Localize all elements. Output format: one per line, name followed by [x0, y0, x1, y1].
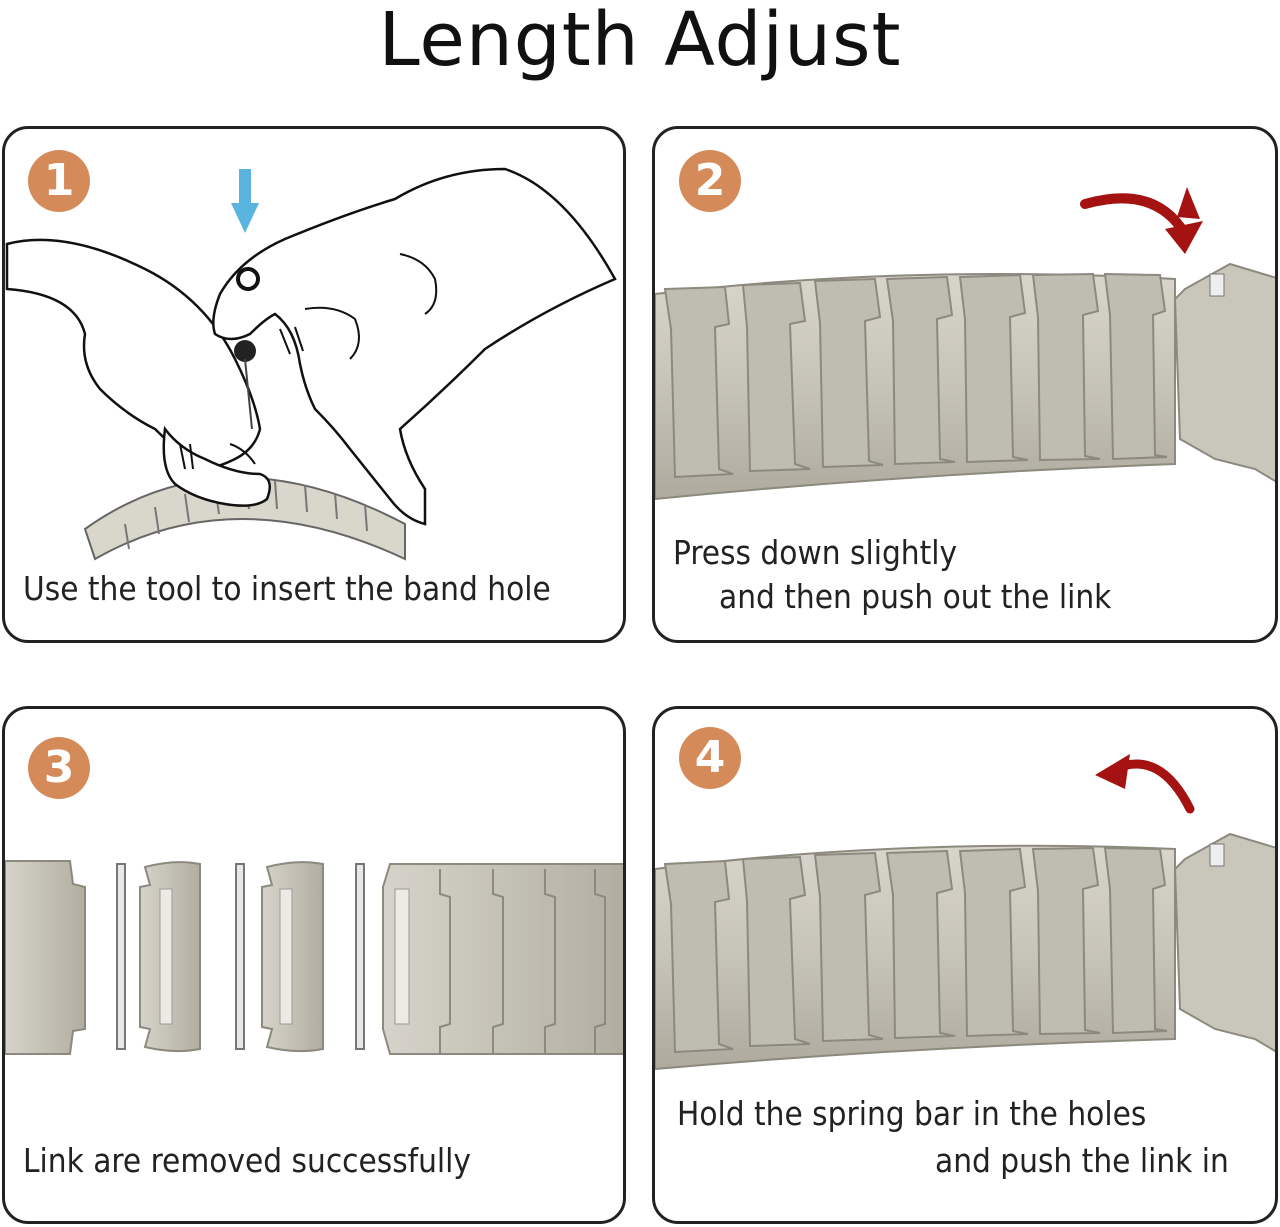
step-4-caption-line-1: Hold the spring bar in the holes [677, 1094, 1147, 1133]
step-number-badge: 1 [28, 150, 90, 212]
step-2-caption-line-2: and then push out the link [719, 577, 1112, 616]
step-2-caption-line-1: Press down slightly [673, 533, 958, 572]
hands-pressing-pin-icon [5, 167, 617, 561]
step-1-panel: 1 Use the tool to insert the band hole [2, 126, 626, 643]
step-4-caption-line-2: and push the link in [935, 1141, 1229, 1180]
step-2-panel: 2 Press down slightly and then push out … [652, 126, 1278, 643]
step-1-caption: Use the tool to insert the band hole [23, 569, 551, 608]
step-3-caption: Link are removed successfully [23, 1141, 471, 1180]
step-number-badge: 3 [28, 737, 90, 799]
step-4-panel: 4 Hold the spring bar in the holes and p… [652, 706, 1278, 1224]
page-title: Length Adjust [378, 0, 902, 83]
band-link-insert-icon [655, 754, 1275, 1071]
removed-links-icon [5, 860, 623, 1055]
step-3-panel: 3 Link are removed successfully [2, 706, 626, 1224]
step-number-badge: 4 [679, 727, 741, 789]
band-link-push-icon [655, 187, 1275, 501]
step-number-badge: 2 [679, 150, 741, 212]
